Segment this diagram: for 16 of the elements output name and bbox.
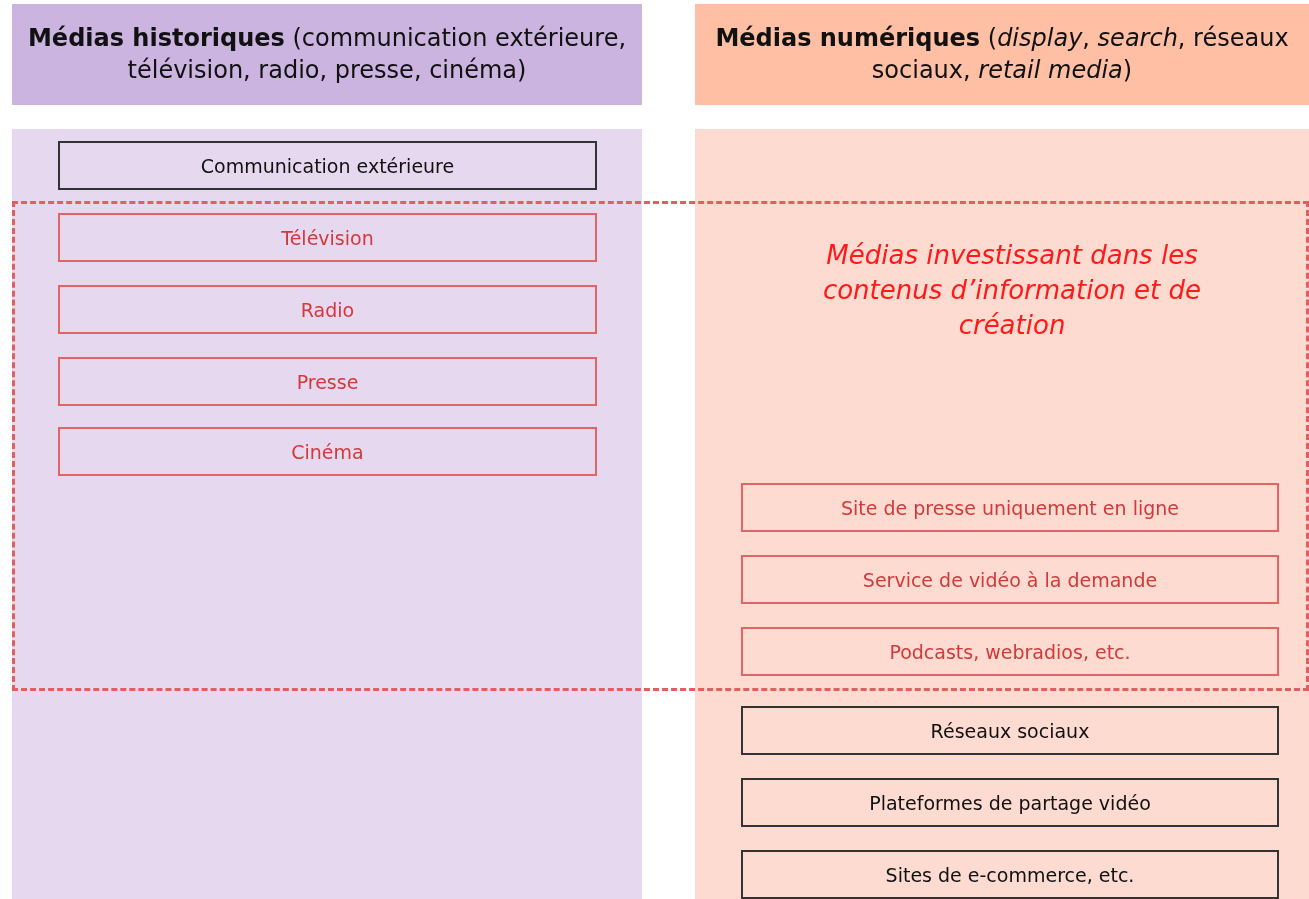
column-panel	[695, 129, 1309, 899]
column-header: Médias numériques (display, search, réseaux sociaux, retail media)	[695, 4, 1309, 105]
media-box: Podcasts, webradios, etc.	[741, 627, 1279, 676]
media-box: Site de presse uniquement en ligne	[741, 483, 1279, 532]
region-label: Médias investissant dans les contenus d’information et de création	[821, 239, 1203, 343]
media-box: Réseaux sociaux	[741, 706, 1279, 755]
media-box: Plateformes de partage vidéo	[741, 778, 1279, 827]
media-box: Communication extérieure	[58, 141, 597, 190]
column-panel	[12, 129, 642, 899]
media-box: Presse	[58, 357, 597, 406]
media-box: Cinéma	[58, 427, 597, 476]
media-box: Service de vidéo à la demande	[741, 555, 1279, 604]
column-header: Médias historiques (communication extérieure, télévision, radio, presse, cinéma)	[12, 4, 642, 105]
media-box: Télévision	[58, 213, 597, 262]
media-box: Sites de e-commerce, etc.	[741, 850, 1279, 899]
media-box: Radio	[58, 285, 597, 334]
